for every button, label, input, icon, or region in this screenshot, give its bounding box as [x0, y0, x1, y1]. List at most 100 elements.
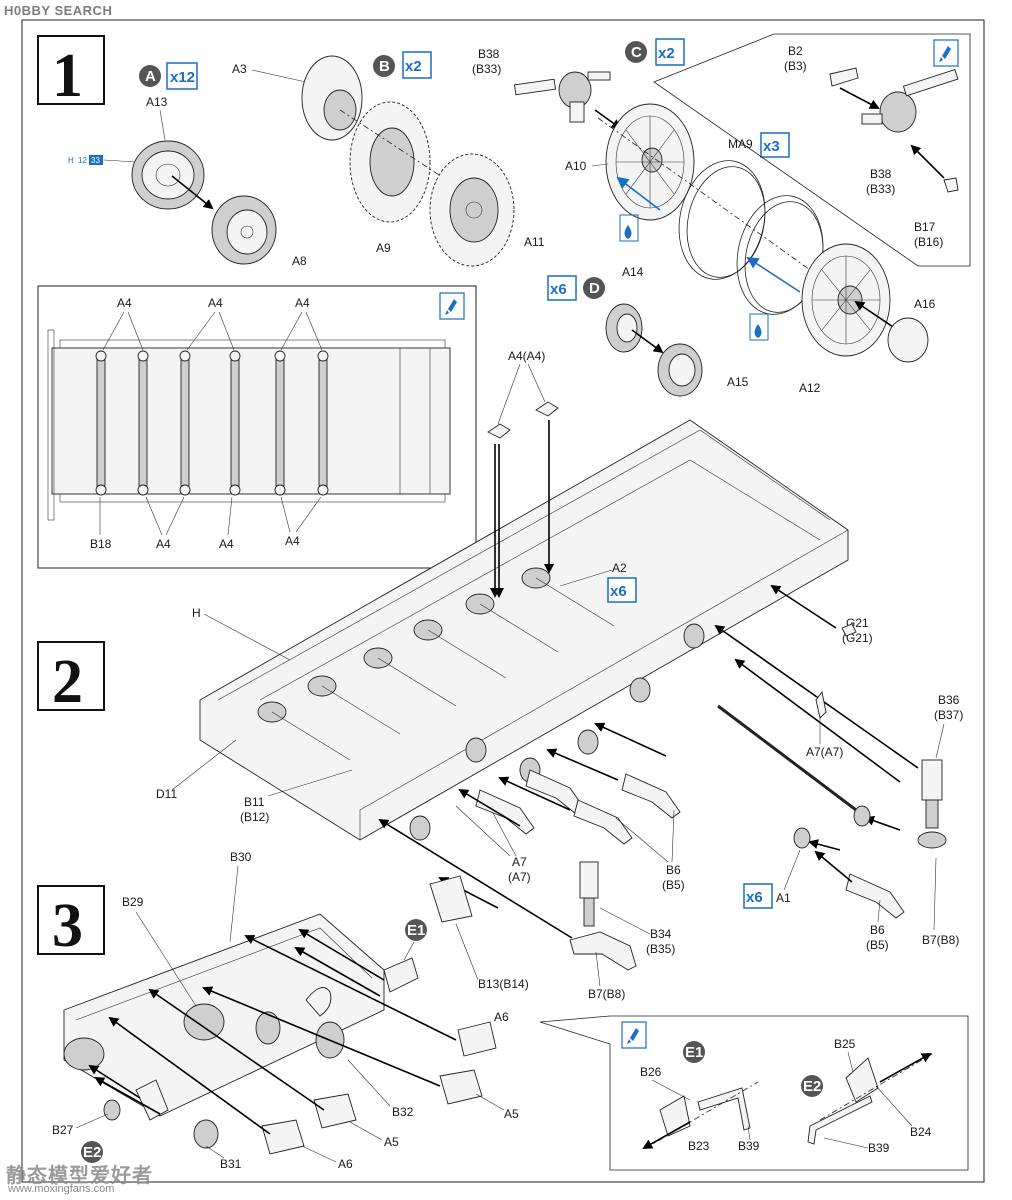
svg-text:H: H — [68, 156, 74, 165]
multiplier-a1 — [743, 883, 773, 909]
axle-b38-inset — [861, 68, 959, 133]
part-a4-2 — [535, 401, 559, 417]
svg-text:x6: x6 — [610, 583, 627, 600]
cap-a16 — [887, 317, 929, 363]
sprocket-a11 — [429, 153, 515, 267]
label-b12: (B12) — [240, 810, 269, 824]
badge-c — [625, 41, 647, 63]
svg-text:A4: A4 — [219, 537, 234, 551]
part-a4-1 — [487, 423, 511, 439]
label-a4a4: A4(A4) — [508, 349, 545, 363]
svg-text:B23: B23 — [688, 1139, 710, 1153]
svg-text:E1: E1 — [407, 922, 425, 939]
svg-text:D: D — [589, 280, 600, 297]
svg-text:A4: A4 — [295, 296, 310, 310]
label-a13: A13 — [146, 95, 168, 109]
roadwheel-a14 — [605, 303, 643, 353]
label-a5-bottom: A5 — [384, 1135, 399, 1149]
svg-text:E2: E2 — [83, 1144, 101, 1161]
label-b34: B34 — [650, 927, 672, 941]
label-b7b8: B7(B8) — [588, 987, 625, 1001]
step-2-number: 2 — [52, 648, 83, 716]
wheel-a8 — [211, 195, 277, 265]
step-1: 1 A x12 H 12 33 A13 A8 A3 — [37, 33, 971, 397]
label-b6: B6 — [666, 863, 681, 877]
label-b33: (B33) — [472, 62, 501, 76]
label-b35: (B35) — [646, 942, 675, 956]
svg-text:A4: A4 — [285, 534, 300, 548]
step-3: 3 B30 B29 E1 B13(B14) A6 A5 A5 — [37, 850, 969, 1171]
svg-text:E1: E1 — [685, 1044, 703, 1061]
svg-text:A4: A4 — [117, 296, 132, 310]
label-b36: B36 — [938, 693, 960, 707]
label-a1: A1 — [776, 891, 791, 905]
part-b39 — [697, 1087, 751, 1131]
label-ma9: MA9 — [728, 137, 753, 151]
label-b37: (B37) — [934, 708, 963, 722]
label-b5: (B5) — [662, 878, 685, 892]
svg-text:B39: B39 — [738, 1139, 760, 1153]
badge-e1-inset — [683, 1041, 705, 1063]
svg-text:B25: B25 — [834, 1037, 856, 1051]
axle-b38 — [513, 71, 611, 123]
svg-text:x6: x6 — [550, 281, 567, 298]
side-panel — [63, 913, 385, 1117]
svg-text:B18: B18 — [90, 537, 112, 551]
label-b32: B32 — [392, 1105, 414, 1119]
shock-b36 — [917, 759, 947, 849]
hobby-search-watermark: H0BBY SEARCH — [4, 3, 113, 18]
svg-text:A4: A4 — [208, 296, 223, 310]
roadwheel-a15 — [657, 343, 703, 397]
multiplier-b — [402, 51, 432, 79]
part-a5-bottom — [313, 1093, 357, 1129]
inset-detail-e1-e2 — [539, 1015, 969, 1171]
label-a7: A7 — [512, 855, 527, 869]
part-g21 — [841, 623, 857, 637]
svg-text:B39: B39 — [868, 1141, 890, 1155]
part-e1 — [383, 957, 419, 993]
label-a7b: (A7) — [508, 870, 531, 884]
label-b13b14: B13(B14) — [478, 977, 529, 991]
part-b24 — [845, 1057, 879, 1103]
svg-text:x2: x2 — [658, 45, 675, 62]
svg-text:B17: B17 — [914, 220, 936, 234]
svg-text:(B33): (B33) — [866, 182, 895, 196]
part-b2 — [829, 67, 859, 87]
label-b30: B30 — [230, 850, 252, 864]
badge-e2 — [81, 1141, 103, 1163]
sprocket-a9 — [349, 101, 431, 223]
label-b38: B38 — [478, 47, 500, 61]
label-b29: B29 — [122, 895, 144, 909]
label-a11: A11 — [524, 235, 545, 249]
svg-text:x12: x12 — [170, 69, 195, 86]
svg-text:x2: x2 — [405, 58, 422, 75]
svg-text:33: 33 — [91, 156, 100, 165]
step-3-number: 3 — [52, 892, 83, 960]
multiplier-a — [166, 62, 198, 90]
badge-e2-inset — [801, 1075, 823, 1097]
hull-h — [199, 419, 849, 841]
label-b31: B31 — [220, 1157, 242, 1171]
part-b39-e2 — [807, 1095, 873, 1145]
idler-a10 — [605, 103, 695, 221]
svg-text:12: 12 — [78, 156, 87, 165]
badge-d — [583, 277, 605, 299]
svg-text:E2: E2 — [803, 1078, 821, 1095]
label-b11: B11 — [244, 795, 265, 809]
label-a16: A16 — [914, 297, 936, 311]
step-3-box — [37, 885, 105, 955]
label-a12: A12 — [799, 381, 821, 395]
footer-site-url: www.moxingfans.com — [8, 1183, 115, 1195]
label-a3: A3 — [232, 62, 247, 76]
glue-icon-2 — [754, 324, 762, 338]
multiplier-d — [547, 275, 577, 301]
footer-site-name: 静态模型爱好者 — [6, 1163, 153, 1187]
multiplier-a2 — [607, 577, 637, 603]
svg-text:C: C — [631, 44, 642, 61]
svg-text:B24: B24 — [910, 1125, 932, 1139]
label-a6-bottom: A6 — [338, 1157, 353, 1171]
paint-brush-icon-3 — [627, 1028, 639, 1044]
step-1-box — [37, 35, 105, 105]
multiplier-ma9 — [760, 132, 790, 158]
svg-text:B2: B2 — [788, 44, 803, 58]
